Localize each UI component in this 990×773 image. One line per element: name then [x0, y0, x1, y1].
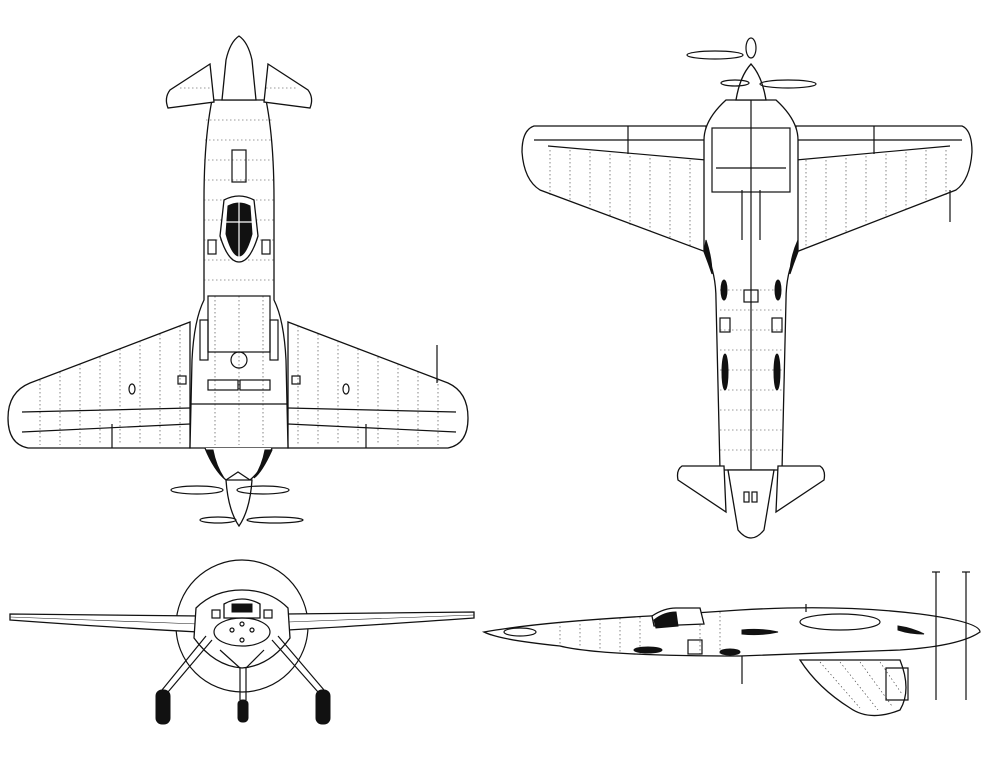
- top-view-wing: [7, 321, 191, 449]
- front-view: [9, 559, 475, 725]
- front-view-wheel: [315, 689, 331, 725]
- front-view-wheel: [155, 689, 171, 725]
- bottom-view-tailplane: [676, 465, 727, 514]
- bottom-view: [521, 37, 973, 539]
- side-view: [481, 571, 981, 717]
- side-view-fuselage: [481, 607, 981, 657]
- top-view-tailplane: [165, 62, 215, 109]
- bottom-view-wing: [795, 125, 973, 253]
- top-view: [7, 35, 469, 528]
- top-view-tailplane: [263, 62, 313, 109]
- bottom-view-tailplane: [775, 465, 826, 514]
- front-view-tailwheel: [237, 699, 249, 723]
- side-view-landing-gear: [798, 659, 907, 717]
- top-view-fuselage: [189, 99, 289, 449]
- top-view-spinner: [225, 479, 253, 528]
- bottom-view-wing: [521, 125, 707, 253]
